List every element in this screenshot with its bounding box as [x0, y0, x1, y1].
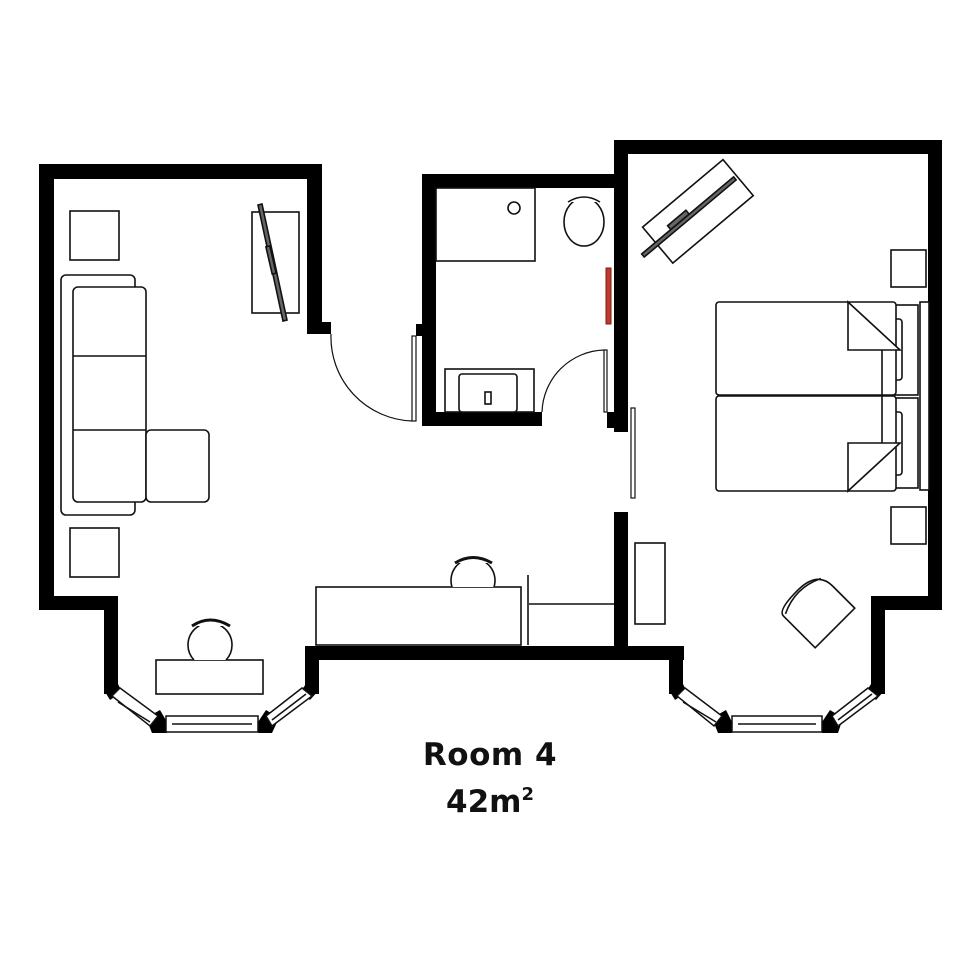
desk-chair	[187, 622, 233, 661]
dresser	[634, 542, 666, 625]
room-title: Room 4	[422, 737, 558, 773]
walls	[39, 140, 942, 733]
furniture	[60, 158, 930, 695]
room-area: 42m2	[380, 775, 600, 822]
towel-rail	[605, 267, 612, 325]
room-label: Room 4 42m2	[380, 735, 600, 822]
console-table	[315, 586, 522, 646]
corner-sofa	[72, 286, 147, 503]
area-value: 42m	[446, 784, 522, 820]
windows	[110, 687, 880, 733]
tv-unit	[251, 211, 300, 314]
area-unit-superscript: 2	[521, 784, 534, 805]
armchair	[781, 577, 856, 649]
bedside-table	[890, 506, 927, 545]
toilet	[563, 197, 605, 247]
desk	[155, 659, 264, 695]
bedside-table	[890, 249, 927, 288]
side-table	[69, 210, 120, 261]
shower-tray	[435, 187, 536, 262]
doors	[330, 333, 636, 499]
side-table	[69, 527, 120, 578]
